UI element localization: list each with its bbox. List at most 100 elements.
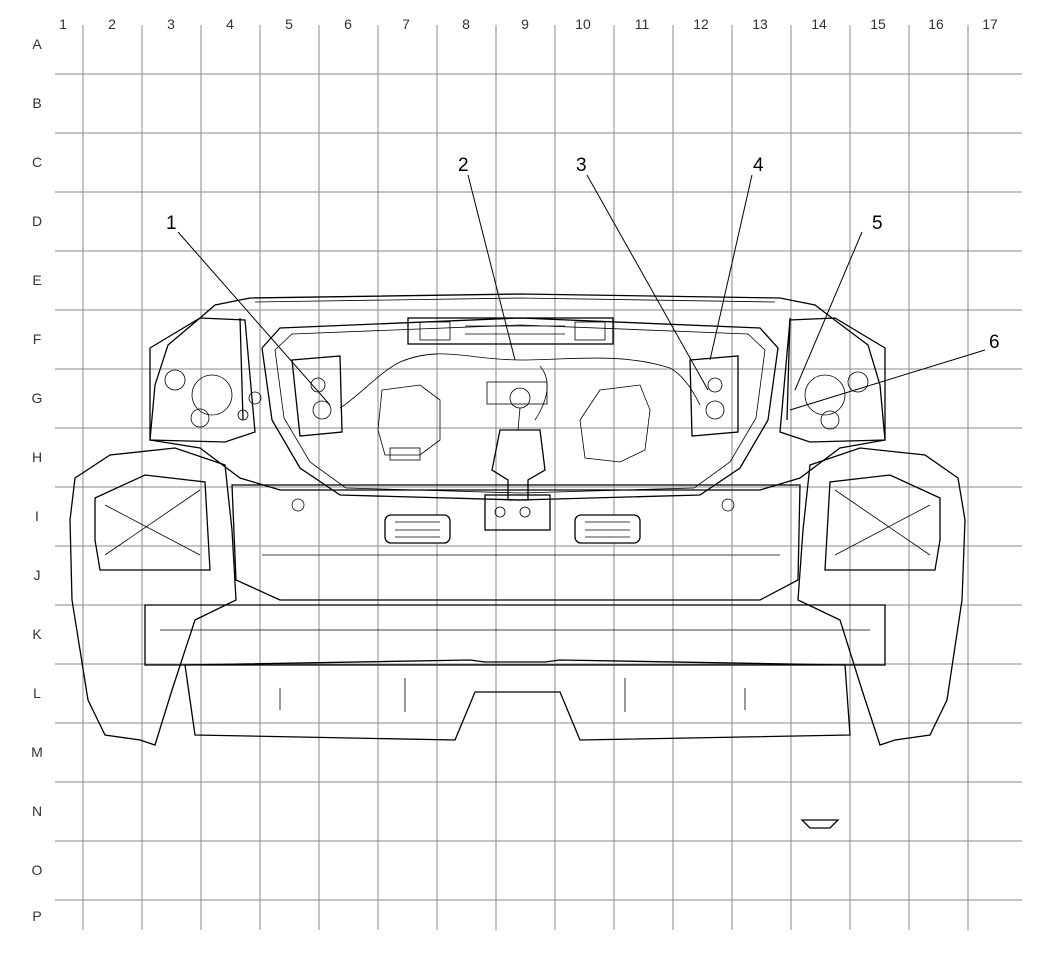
grid-column-label: 13 <box>752 16 768 32</box>
left-lamp-housing <box>149 317 256 443</box>
grid-column-label: 9 <box>521 16 529 32</box>
vehicle-rear-illustration <box>69 293 966 829</box>
grid-row-label: F <box>33 331 42 347</box>
right-panel-cutout <box>579 384 651 463</box>
striker-bolt-right <box>519 506 531 518</box>
callout-labels: 1 2 3 4 5 6 <box>166 155 1000 353</box>
center-panel-plate <box>486 381 548 405</box>
callout-2-leader <box>467 174 516 361</box>
callout-5-leader <box>794 231 863 391</box>
trunk-latch-assembly <box>491 429 546 501</box>
grid-row-label: P <box>32 908 41 924</box>
trunk-lid-harness <box>339 353 701 409</box>
trunk-top-edge <box>254 297 776 303</box>
left-reflector-detail <box>104 489 201 556</box>
left-strut <box>239 317 244 421</box>
left-reflector-panel <box>94 474 211 571</box>
callout-4-label: 4 <box>753 155 764 176</box>
grid-row-label: O <box>32 862 43 878</box>
callout-1-leader <box>177 231 331 406</box>
left-lamp-bulb <box>164 369 186 391</box>
module-connector-right <box>574 321 606 341</box>
grid-row-label: K <box>32 626 42 642</box>
grid-column-label: 3 <box>167 16 175 32</box>
grid-column-label: 11 <box>635 16 650 32</box>
grid-column-label: 8 <box>462 16 470 32</box>
grid-row-label: C <box>32 154 42 170</box>
grid-column-label: 14 <box>811 16 827 32</box>
striker-bolt-left <box>494 506 506 518</box>
grid-column-label: 7 <box>402 16 410 32</box>
right-lamp-bulb-2 <box>820 410 840 430</box>
left-bumper-cover <box>69 447 237 746</box>
callout-1-label: 1 <box>166 213 177 234</box>
callout-5-label: 5 <box>872 213 883 234</box>
right-reflector-panel <box>824 474 941 571</box>
grid-row-label: A <box>32 36 42 52</box>
trunk-opening-inner-2 <box>274 324 766 494</box>
reference-grid <box>55 25 1022 930</box>
latch-cable <box>517 407 521 431</box>
left-grommet <box>248 391 262 405</box>
grid-column-label: 5 <box>285 16 293 32</box>
rear-body-panel <box>231 484 801 601</box>
right-hinge-bolt <box>707 377 723 393</box>
right-reflector-detail <box>834 489 931 556</box>
grid-row-label: G <box>32 390 43 406</box>
callout-3-leader <box>586 174 709 391</box>
left-trunk-hinge-module <box>291 355 343 437</box>
right-lamp-housing <box>779 317 886 443</box>
latch-cable-grommet <box>509 387 531 409</box>
right-rear-vent <box>574 514 641 544</box>
callout-4-leader <box>709 174 753 361</box>
right-bumper-cover <box>797 447 966 746</box>
grid-row-label: B <box>32 95 41 111</box>
callout-6-leader <box>789 349 986 411</box>
grid-row-label: I <box>35 508 39 524</box>
rear-panel-fastener-left <box>291 498 305 512</box>
grid-column-label: 2 <box>108 16 116 32</box>
right-lamp-bulb <box>847 371 869 393</box>
grid-column-label: 12 <box>693 16 709 32</box>
left-lamp-bulb-2 <box>190 408 210 428</box>
direction-arrow-icon <box>800 819 840 829</box>
grid-row-label: D <box>32 213 42 229</box>
right-lamp-socket <box>804 374 846 416</box>
grid-column-label: 4 <box>226 16 234 32</box>
left-hinge-bolt <box>310 377 326 393</box>
grid-row-label: L <box>33 685 41 701</box>
grid-row-label: H <box>32 449 42 465</box>
grid-column-label: 10 <box>575 16 591 32</box>
grid-column-label: 17 <box>982 16 998 32</box>
right-hinge-connector <box>705 400 725 420</box>
grid-column-label: 1 <box>59 16 67 32</box>
module-connector-left <box>419 321 451 341</box>
callout-6-label: 6 <box>989 332 1000 353</box>
grid-row-label: M <box>31 744 43 760</box>
callout-2-label: 2 <box>458 155 469 176</box>
rear-panel-fastener-right <box>721 498 735 512</box>
rear-lower-valance <box>184 659 851 741</box>
left-hinge-connector <box>312 400 332 420</box>
trunk-frame-outer <box>149 293 886 491</box>
grid-column-label: 15 <box>870 16 886 32</box>
trunk-lid-harness-branch <box>534 365 548 421</box>
valance-ribs <box>279 678 746 712</box>
callout-3-label: 3 <box>576 155 587 176</box>
panel-plug <box>389 447 421 461</box>
latch-striker-plate <box>484 494 551 531</box>
left-panel-cutout <box>377 384 441 456</box>
grid-row-label: E <box>32 272 41 288</box>
rear-bumper-beam <box>144 604 886 666</box>
grid-row-label: N <box>32 803 42 819</box>
right-strut <box>786 317 791 421</box>
right-trunk-hinge-module <box>689 355 739 437</box>
callout-leader-lines <box>177 174 986 411</box>
grid-column-label: 16 <box>928 16 944 32</box>
grid-column-label: 6 <box>344 16 352 32</box>
left-rear-vent <box>384 514 451 544</box>
left-lamp-socket <box>191 374 233 416</box>
